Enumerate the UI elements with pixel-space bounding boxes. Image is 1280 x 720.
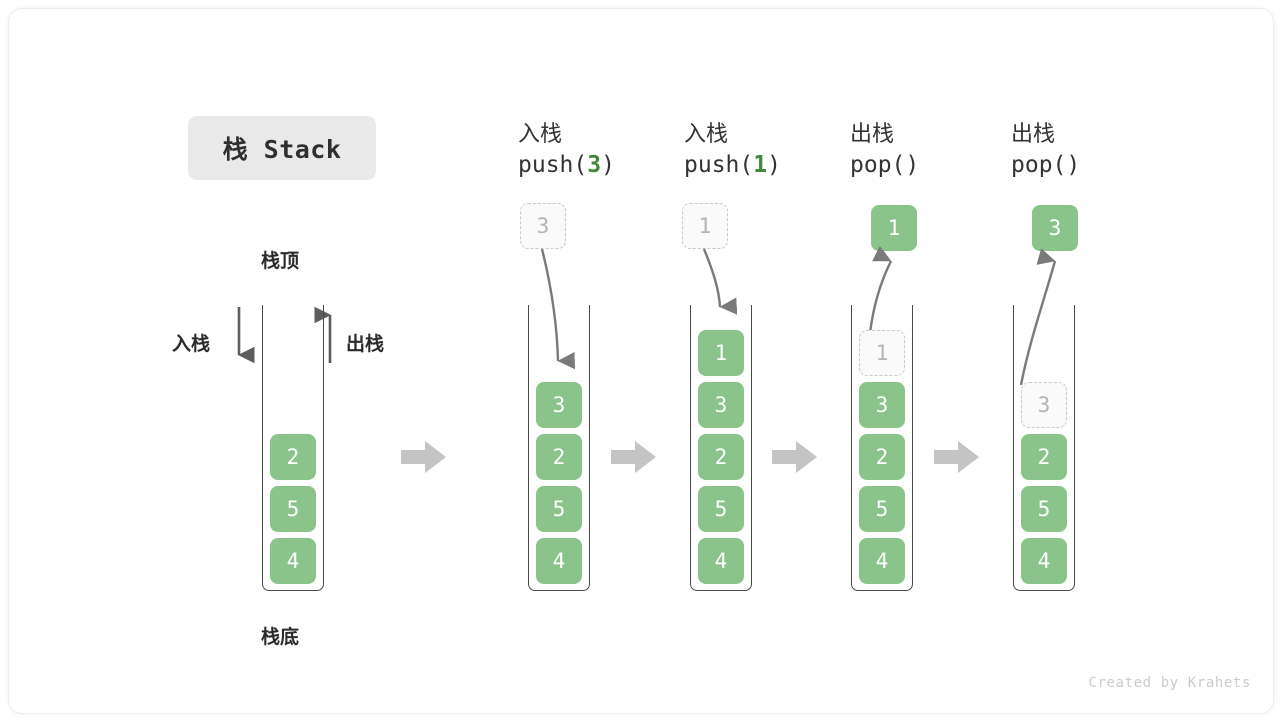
code-arg: 3 xyxy=(587,152,602,178)
flow-arrow-icon xyxy=(772,441,817,473)
step-pop-1-cell: 4 xyxy=(859,538,905,584)
step-push-3-code: push(3) xyxy=(518,152,615,178)
flow-arrow-icon xyxy=(401,441,446,473)
step-push-1-cell: 3 xyxy=(698,382,744,428)
code-prefix: pop( xyxy=(1011,152,1067,178)
step-pop-3-code: pop() xyxy=(1011,152,1080,178)
flow-arrow-icon xyxy=(934,441,979,473)
step-push-3-cell: 4 xyxy=(536,538,582,584)
step-pop-1-motion-arrow-icon xyxy=(868,245,893,334)
credit-text: Created by Krahets xyxy=(1088,675,1251,691)
step-pop-3-cell: 3 xyxy=(1021,382,1067,428)
step-pop-1-cell: 5 xyxy=(859,486,905,532)
step-pop-3-cell: 5 xyxy=(1021,486,1067,532)
diagram-stage: 栈 Stack 栈顶 入栈 出栈 2 5 4 栈底 xyxy=(9,9,1273,713)
code-prefix: pop( xyxy=(850,152,906,178)
code-prefix: push( xyxy=(518,152,588,178)
step-push-1-op-label: 入栈 xyxy=(684,122,729,147)
step-push-3-op-label: 入栈 xyxy=(518,122,563,147)
step-push-3-cell: 5 xyxy=(536,486,582,532)
step-push-1-cell: 1 xyxy=(698,330,744,376)
step-push-3-motion-arrow-icon xyxy=(540,248,576,370)
code-prefix: push( xyxy=(684,152,754,178)
push-direction-arrow-icon xyxy=(237,307,255,364)
initial-stack-cell: 5 xyxy=(270,486,316,532)
step-push-1-tube xyxy=(690,305,752,591)
step-pop-1-cell: 2 xyxy=(859,434,905,480)
step-pop-1-cell: 1 xyxy=(859,330,905,376)
initial-stack-cell: 2 xyxy=(270,434,316,480)
step-push-1-floating-cell: 1 xyxy=(682,203,728,249)
step-push-1-cell: 5 xyxy=(698,486,744,532)
step-push-3-cell: 2 xyxy=(536,434,582,480)
step-pop-1-floating-cell: 1 xyxy=(871,205,917,251)
code-suffix: ) xyxy=(601,152,615,178)
initial-stack-cell: 4 xyxy=(270,538,316,584)
flow-arrow-icon xyxy=(611,441,656,473)
step-push-3-floating-cell: 3 xyxy=(520,203,566,249)
step-push-1-motion-arrow-icon xyxy=(702,248,738,315)
step-pop-1-code: pop() xyxy=(850,152,919,178)
push-legend-label: 入栈 xyxy=(172,333,211,355)
step-pop-3-op-label: 出栈 xyxy=(1011,122,1056,147)
step-push-3-tube xyxy=(528,305,590,591)
step-push-1-cell: 2 xyxy=(698,434,744,480)
step-push-1-cell: 4 xyxy=(698,538,744,584)
step-pop-1-tube xyxy=(851,305,913,591)
diagram-title-text: 栈 Stack xyxy=(222,135,342,164)
code-suffix: ) xyxy=(905,152,920,178)
stack-bottom-label: 栈底 xyxy=(261,626,300,648)
stack-top-label: 栈顶 xyxy=(261,250,300,272)
step-pop-3-cell: 2 xyxy=(1021,434,1067,480)
initial-stack-tube xyxy=(262,305,324,591)
diagram-title-chip: 栈 Stack xyxy=(188,116,376,180)
step-push-3-cell: 3 xyxy=(536,382,582,428)
step-pop-3-cell: 4 xyxy=(1021,538,1067,584)
step-pop-3-tube xyxy=(1013,305,1075,591)
code-suffix: ) xyxy=(1066,152,1081,178)
step-pop-1-op-label: 出栈 xyxy=(850,122,895,147)
code-arg: 1 xyxy=(753,152,768,178)
pop-direction-arrow-icon xyxy=(314,306,332,363)
diagram-card: 栈 Stack 栈顶 入栈 出栈 2 5 4 栈底 xyxy=(8,8,1274,714)
step-pop-1-cell: 3 xyxy=(859,382,905,428)
pop-legend-label: 出栈 xyxy=(346,333,385,355)
step-pop-3-motion-arrow-icon xyxy=(1019,248,1057,386)
step-pop-3-floating-cell: 3 xyxy=(1032,205,1078,251)
step-push-1-code: push(1) xyxy=(684,152,781,178)
code-suffix: ) xyxy=(767,152,781,178)
